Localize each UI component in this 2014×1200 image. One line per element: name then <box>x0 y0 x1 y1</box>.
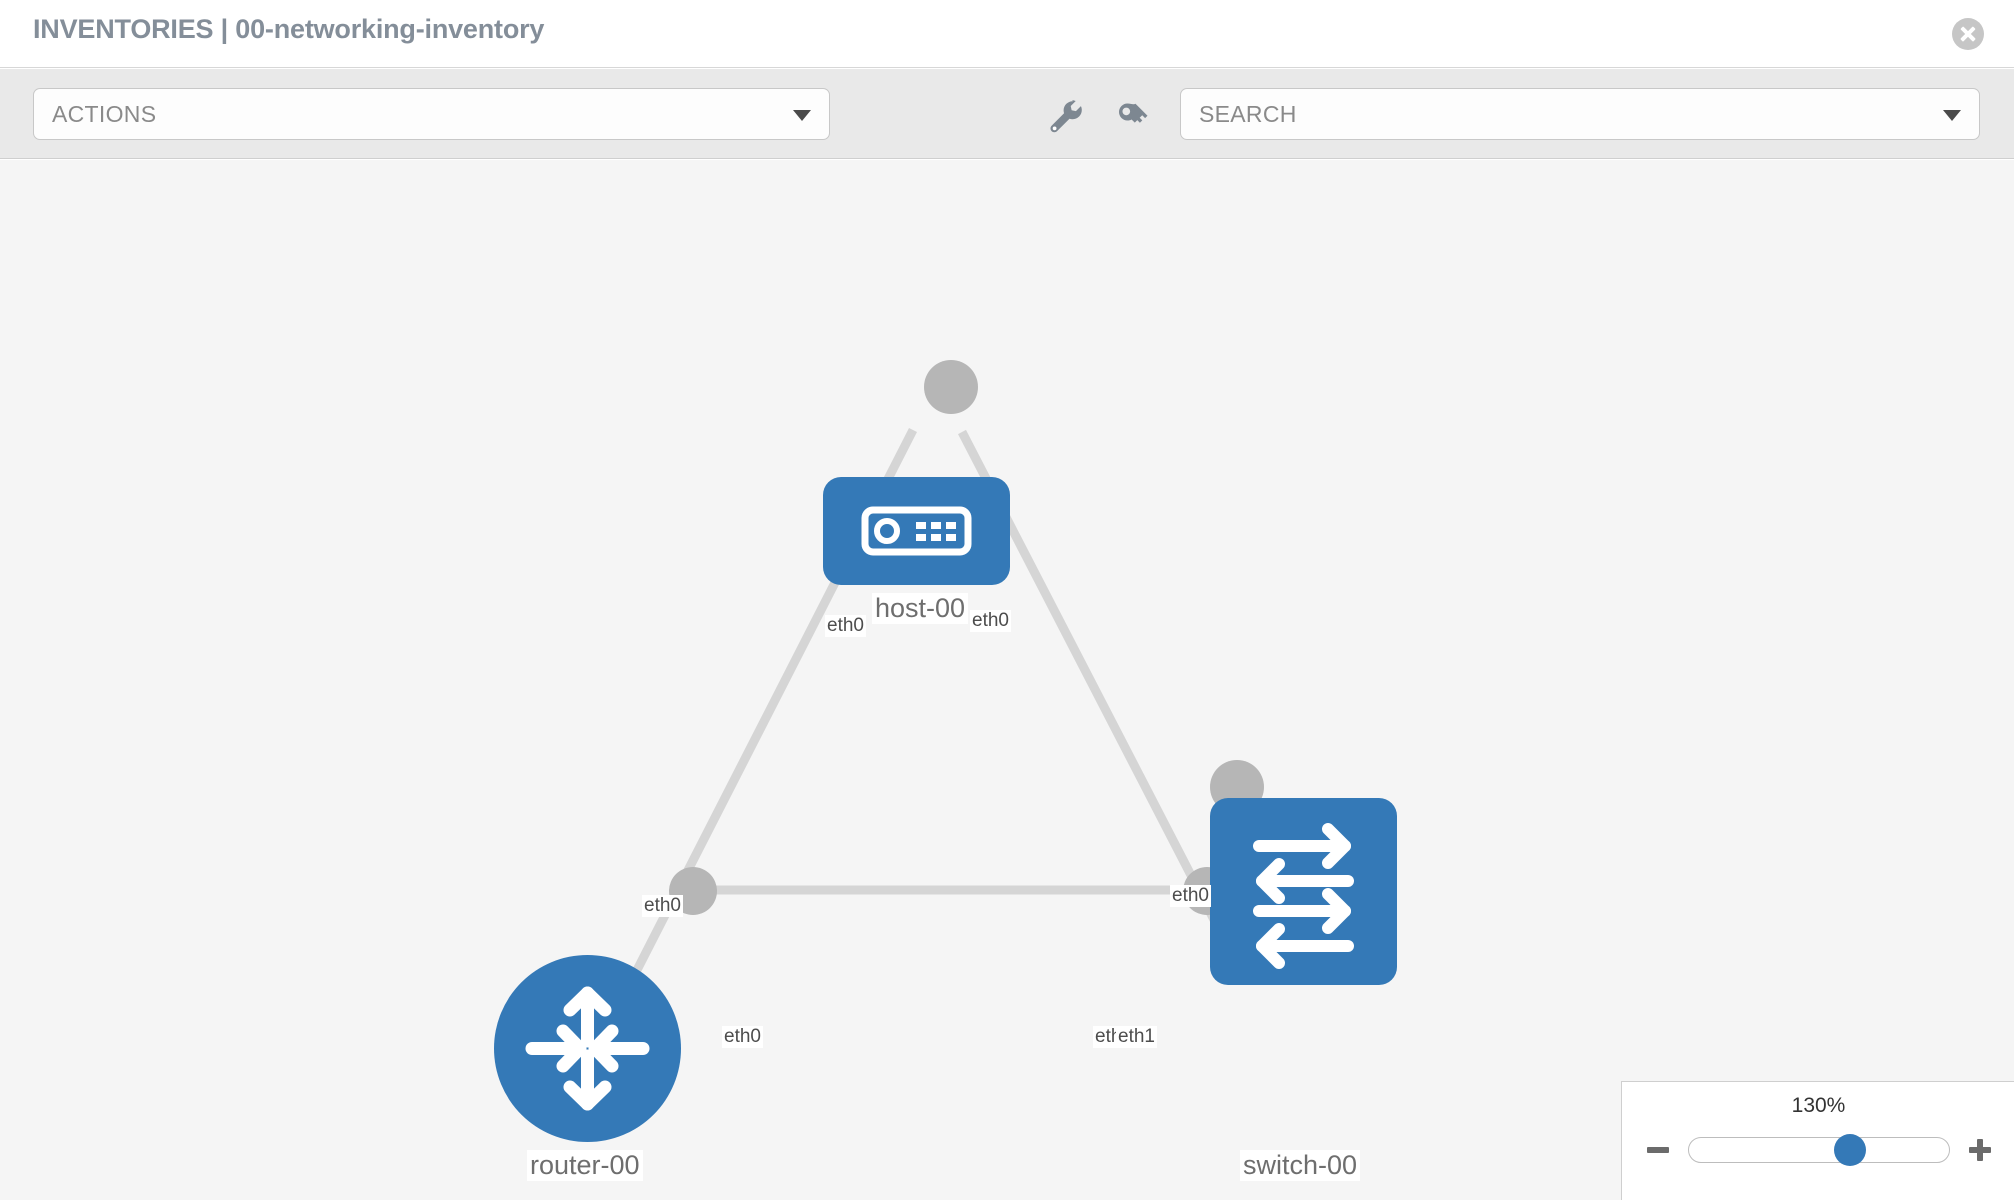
chevron-down-icon <box>1943 110 1961 121</box>
actions-dropdown-label: ACTIONS <box>52 100 157 127</box>
server-icon <box>861 506 972 556</box>
actions-dropdown[interactable]: ACTIONS <box>33 88 830 140</box>
router-icon <box>525 986 650 1111</box>
page-header: INVENTORIES | 00-networking-inventory <box>0 0 2014 68</box>
iface-label-switch-left: eth1 <box>1116 1026 1157 1048</box>
node-label-switch-00: switch-00 <box>1240 1150 1361 1182</box>
port-host-bottom <box>924 360 978 414</box>
search-input[interactable]: SEARCH <box>1180 88 1980 140</box>
topology-canvas[interactable]: host-00 eth0 eth0 router-00 eth0 eth0 <box>0 160 2014 1200</box>
iface-label-host-left: eth0 <box>825 615 866 637</box>
iface-label-host-right: eth0 <box>970 610 1011 632</box>
zoom-out-button[interactable] <box>1644 1136 1672 1164</box>
wrench-icon[interactable] <box>1046 97 1086 137</box>
search-placeholder: SEARCH <box>1199 100 1297 127</box>
node-switch-00[interactable] <box>1210 798 1397 985</box>
zoom-slider-row <box>1622 1128 2014 1172</box>
zoom-slider-thumb[interactable] <box>1833 1134 1866 1166</box>
page-title: INVENTORIES | 00-networking-inventory <box>33 14 545 44</box>
zoom-in-button[interactable] <box>1966 1136 1994 1164</box>
node-router-00[interactable] <box>494 955 681 1142</box>
switch-icon <box>1253 823 1354 969</box>
zoom-control-panel: 130% <box>1621 1081 2014 1200</box>
iface-label-router-right: eth0 <box>722 1026 763 1048</box>
iface-label-router-up: eth0 <box>642 895 683 917</box>
zoom-level-value: 130% <box>1791 1094 1846 1117</box>
zoom-slider-track[interactable] <box>1687 1134 1950 1166</box>
topology-toolbar: ACTIONS SEARCH <box>0 69 2014 159</box>
iface-label-switch-up: eth0 <box>1170 885 1211 907</box>
node-label-router-00: router-00 <box>527 1150 643 1182</box>
key-icon[interactable] <box>1113 97 1153 137</box>
node-host-00[interactable] <box>823 477 1010 585</box>
node-label-host-00: host-00 <box>872 593 969 625</box>
chevron-down-icon <box>793 110 811 121</box>
iface-label-switch-left-under: eth <box>1093 1026 1124 1048</box>
topology-edges <box>631 427 1245 975</box>
close-icon[interactable] <box>1952 18 1984 50</box>
